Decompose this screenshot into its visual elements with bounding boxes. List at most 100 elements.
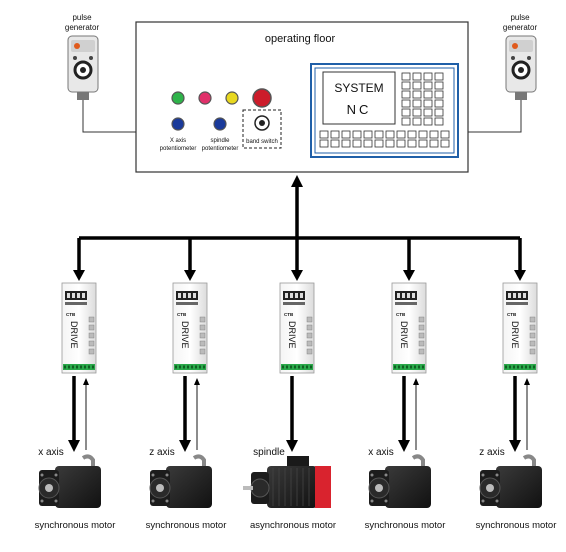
drive-display: [283, 291, 305, 300]
motor-cable-connector: [522, 454, 536, 468]
emergency-stop-button[interactable]: [252, 88, 272, 108]
drive-display-digit: [295, 293, 298, 298]
encoder-feedback-arrowhead: [83, 378, 89, 385]
pulse-generator-label-line1: pulse: [510, 13, 530, 22]
nc-screen-line1: SYSTEM: [334, 81, 383, 95]
nc-function-key[interactable]: [363, 130, 373, 139]
drive-terminal-screw: [509, 365, 511, 369]
drive-branch-arrowhead: [73, 270, 85, 281]
flange-bolt-icon: [165, 473, 169, 477]
nc-keypad-key[interactable]: [412, 117, 422, 126]
spindle-potentiometer-label-line1: spindle: [210, 138, 230, 144]
nc-keypad-key[interactable]: [434, 72, 444, 81]
nc-function-key[interactable]: [440, 139, 450, 148]
drive-side-terminal: [418, 324, 425, 331]
pulse-generator-label-line1: pulse: [72, 13, 92, 22]
estop-button-icon: [74, 43, 80, 49]
encoder-feedback-arrowhead: [524, 378, 530, 385]
motor-type-label: synchronous motor: [35, 520, 116, 531]
nc-function-key[interactable]: [440, 130, 450, 139]
drive-terminal-screw: [306, 365, 308, 369]
nc-keypad-key[interactable]: [423, 99, 433, 108]
nc-keypad-key[interactable]: [401, 72, 411, 81]
nc-function-key[interactable]: [429, 139, 439, 148]
nc-function-key[interactable]: [407, 139, 417, 148]
nc-function-key[interactable]: [363, 139, 373, 148]
drive-terminal-screw: [187, 365, 189, 369]
motor-body: [55, 466, 101, 508]
drive-terminal-screw: [406, 365, 408, 369]
nc-function-key[interactable]: [352, 130, 362, 139]
nc-keypad-key[interactable]: [412, 108, 422, 117]
nc-keypad-key[interactable]: [412, 99, 422, 108]
nc-function-key[interactable]: [429, 130, 439, 139]
drive-terminal-screw: [394, 365, 396, 369]
nc-function-key[interactable]: [407, 130, 417, 139]
drive-side-terminal: [88, 316, 95, 323]
nc-keypad-key[interactable]: [434, 90, 444, 99]
selector-button-icon: [73, 56, 77, 60]
nc-function-key[interactable]: [352, 139, 362, 148]
drive-side-terminal: [529, 340, 536, 347]
nc-keypad-key[interactable]: [434, 99, 444, 108]
motor-shaft-icon: [45, 484, 53, 492]
drive-button-strip: [283, 302, 305, 305]
nc-keypad-key[interactable]: [434, 81, 444, 90]
nc-function-key[interactable]: [319, 139, 329, 148]
nc-function-key[interactable]: [341, 130, 351, 139]
nc-function-key[interactable]: [330, 139, 340, 148]
motor-cable-connector: [411, 454, 425, 468]
nc-function-key[interactable]: [396, 130, 406, 139]
nc-keypad-key[interactable]: [401, 90, 411, 99]
nc-keypad-key[interactable]: [401, 117, 411, 126]
motor-type-label: synchronous motor: [476, 520, 557, 531]
drive-terminal-screw: [402, 365, 404, 369]
drive-terminal-screw: [298, 365, 300, 369]
nc-keypad-key[interactable]: [423, 72, 433, 81]
nc-function-key[interactable]: [396, 139, 406, 148]
drive-terminal-screw: [414, 365, 416, 369]
nc-function-key[interactable]: [418, 139, 428, 148]
nc-keypad-key[interactable]: [401, 108, 411, 117]
nc-function-key[interactable]: [319, 130, 329, 139]
nc-function-key[interactable]: [374, 139, 384, 148]
nc-keypad-key[interactable]: [423, 81, 433, 90]
drive-button-strip: [506, 302, 528, 305]
nc-keypad-key[interactable]: [412, 90, 422, 99]
operating-floor-panel: operating floor X axis potentiometer spi…: [135, 21, 469, 173]
nc-keypad-key[interactable]: [412, 72, 422, 81]
drive-terminal-screw: [92, 365, 94, 369]
drive-display: [506, 291, 528, 300]
nc-function-key[interactable]: [341, 139, 351, 148]
nc-keypad-key[interactable]: [412, 81, 422, 90]
nc-keypad-key[interactable]: [401, 81, 411, 90]
nc-function-key[interactable]: [385, 139, 395, 148]
drive-label: DRIVE: [180, 321, 190, 349]
nc-keypad-key[interactable]: [423, 108, 433, 117]
nc-key-rows: [319, 130, 450, 148]
nc-function-key[interactable]: [330, 130, 340, 139]
x-axis-potentiometer-knob[interactable]: [171, 117, 185, 131]
nc-keypad-key[interactable]: [423, 117, 433, 126]
synchronous-motor: [38, 454, 101, 508]
indicator-lamp-yellow: [225, 91, 239, 105]
drive-button-strip: [395, 302, 417, 305]
nc-keypad-key[interactable]: [434, 117, 444, 126]
drive-terminal-screw: [398, 365, 400, 369]
flange-bolt-icon: [384, 499, 388, 503]
nc-function-key[interactable]: [385, 130, 395, 139]
nc-function-key[interactable]: [374, 130, 384, 139]
drive-display-digit: [508, 293, 511, 298]
nc-keypad-key[interactable]: [401, 99, 411, 108]
motor-axis-label: z axis: [149, 447, 175, 458]
nc-keypad-key[interactable]: [423, 90, 433, 99]
nc-keypad-key[interactable]: [434, 108, 444, 117]
nc-function-key[interactable]: [418, 130, 428, 139]
spindle-potentiometer-knob[interactable]: [213, 117, 227, 131]
drive-side-terminal: [88, 340, 95, 347]
flange-bolt-icon: [370, 473, 374, 477]
motor-cable-connector: [81, 454, 95, 468]
drive-side-terminal: [418, 332, 425, 339]
power-cable-arrowhead: [179, 440, 191, 452]
dial-knob-center-icon: [80, 67, 86, 73]
